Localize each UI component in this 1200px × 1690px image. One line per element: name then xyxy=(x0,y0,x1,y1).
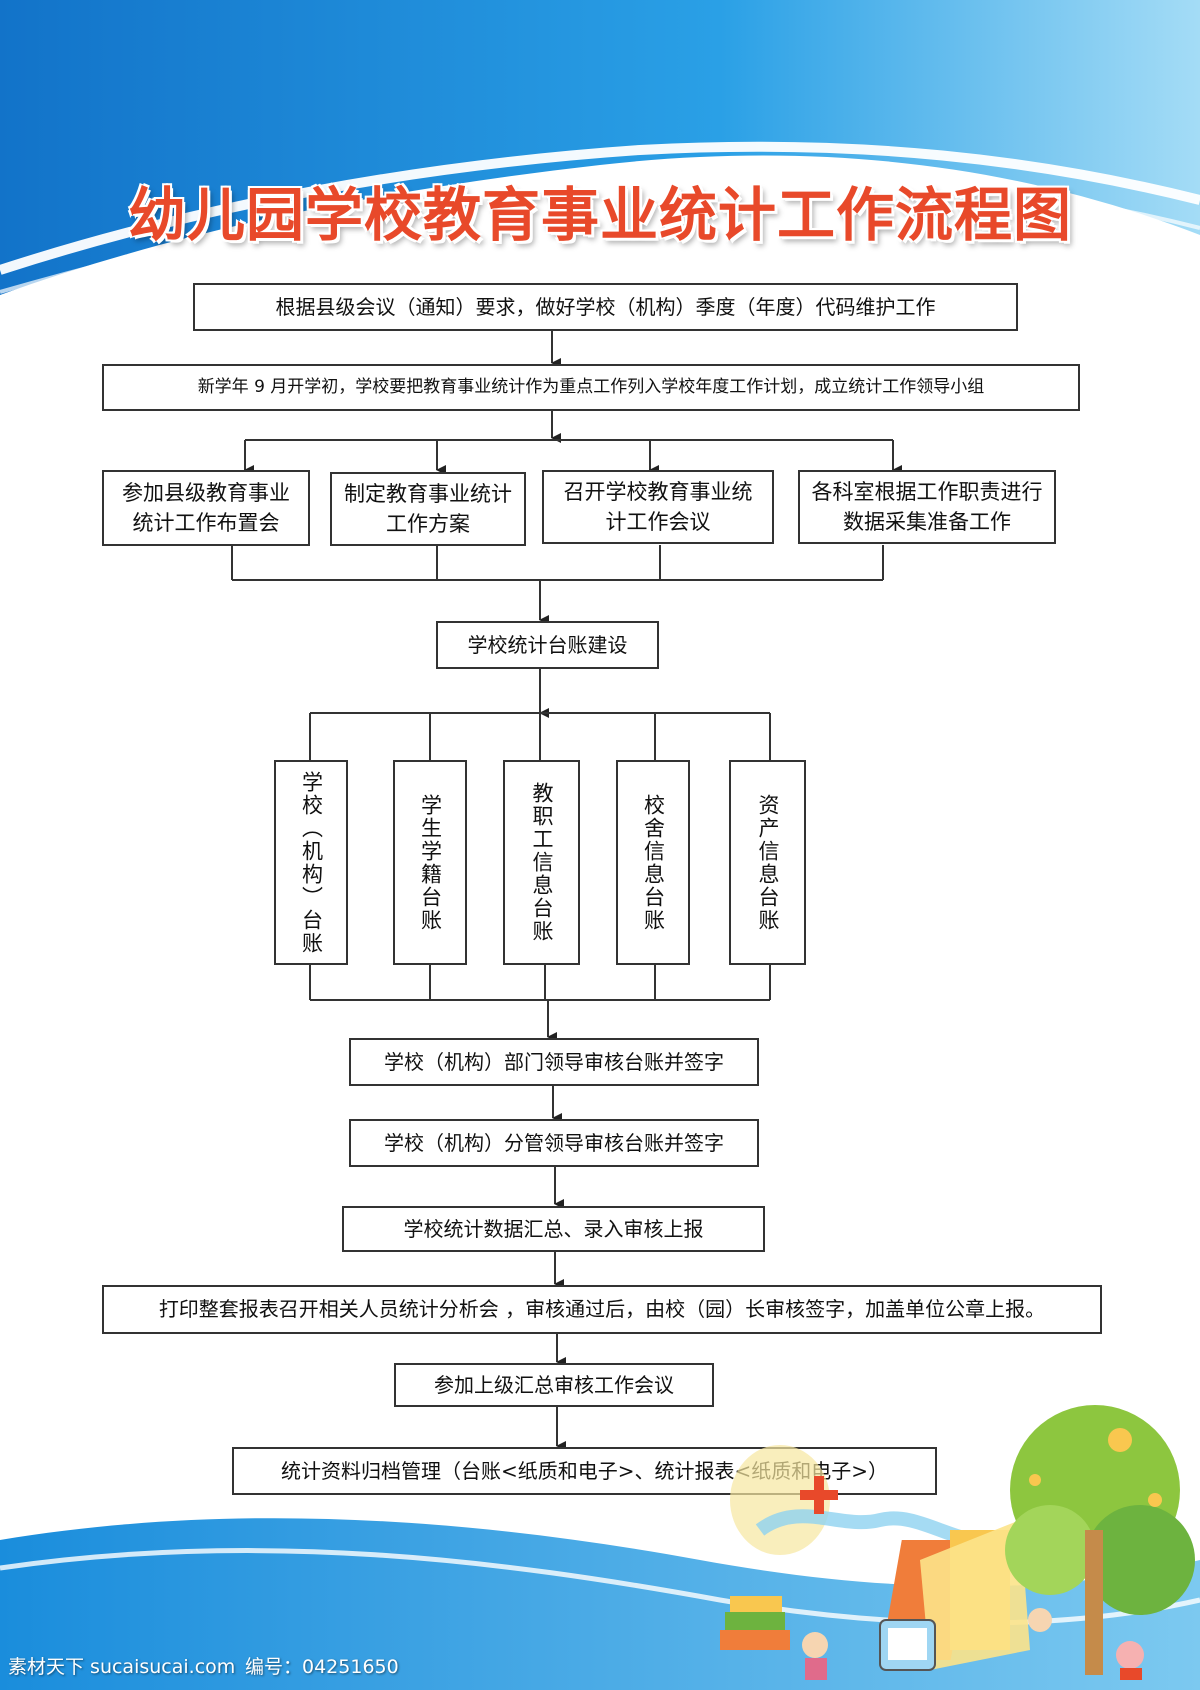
ledger-institution: 学校（机构）台账 xyxy=(274,760,348,965)
watermark-code: 编号：04251650 xyxy=(245,1656,399,1678)
ledger-staff-info: 教职工信息台账 xyxy=(503,760,580,965)
step-print-analyze-sign: 打印整套报表召开相关人员统计分析会 ，审核通过后，由校（园）长审核签字，加盖单位… xyxy=(102,1285,1102,1334)
page-title: 幼儿园学校教育事业统计工作流程图 xyxy=(127,181,1072,249)
step-annual-plan: 新学年 9 月开学初，学校要把教育事业统计作为重点工作列入学校年度工作计划，成立… xyxy=(102,364,1080,411)
kids-tree-books-icon xyxy=(720,1405,1195,1680)
branch-data-collection: 各科室根据工作职责进行数据采集准备工作 xyxy=(798,470,1056,544)
step-data-report: 学校统计数据汇总、录入审核上报 xyxy=(342,1206,765,1252)
step-ledger-construction: 学校统计台账建设 xyxy=(436,621,659,669)
branch-school-meeting: 召开学校教育事业统计工作会议 xyxy=(542,470,774,544)
watermark-site: 素材天下 sucaisucai.com xyxy=(8,1656,236,1678)
step-leader-review: 学校（机构）分管领导审核台账并签字 xyxy=(349,1119,759,1167)
ledger-student-status: 学生学籍台账 xyxy=(393,760,467,965)
step-superior-meeting: 参加上级汇总审核工作会议 xyxy=(394,1363,714,1407)
ledger-asset-info: 资产信息台账 xyxy=(729,760,806,965)
branch-attend-county-meeting: 参加县级教育事业统计工作布置会 xyxy=(102,470,310,546)
step-dept-review: 学校（机构）部门领导审核台账并签字 xyxy=(349,1038,759,1086)
step-code-maintenance: 根据县级会议（通知）要求，做好学校（机构）季度（年度）代码维护工作 xyxy=(193,283,1018,331)
ledger-building-info: 校舍信息台账 xyxy=(616,760,690,965)
branch-make-plan: 制定教育事业统计工作方案 xyxy=(330,472,526,546)
